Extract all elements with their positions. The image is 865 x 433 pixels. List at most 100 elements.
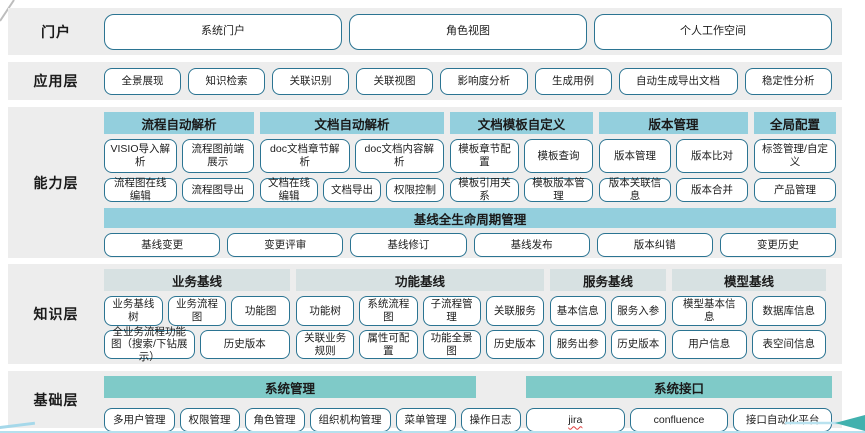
portal-button: 角色视图 [349,13,587,50]
knowledge-button: 业务基线树 [104,296,163,326]
capability-group-row: VISIO导入解析流程图前端展示 [104,139,254,173]
knowledge-group-header: 功能基线 [296,269,544,291]
application-button: 稳定性分析 [744,67,832,95]
portal-button: 系统门户 [104,13,342,50]
knowledge-button: 模型基本信息 [672,296,747,326]
layer-label-capability: 能力层 [33,174,79,191]
layer-label-knowledge: 知识层 [33,306,79,322]
foundation-button: 权限管理 [179,408,240,432]
foundation-button: 菜单管理 [395,408,456,432]
baseline-button: 版本纠错 [596,233,713,257]
knowledge-group: 业务基线业务基线树业务流程图功能图全业务流程功能图（搜索/下钻展示）历史版本 [104,269,291,363]
application-button: 知识检索 [188,67,265,95]
capability-button: 流程图在线编辑 [104,177,177,202]
foundation-group-header: 系统接口 [526,376,832,398]
portal-button: 个人工作空间 [594,13,832,50]
capability-button: 模板引用关系 [450,177,519,202]
capability-button: doc文档内容解析 [354,139,444,173]
foundation-button: 角色管理 [244,408,305,432]
knowledge-button: 历史版本 [199,330,290,359]
capability-group-header: 流程自动解析 [104,112,254,134]
capability-group-row: 版本关联信息版本合并 [599,177,748,202]
layer-label-portal: 门户 [41,23,71,40]
capability-group-row: 流程图在线编辑流程图导出 [104,177,254,202]
capability-button: 权限控制 [386,178,444,202]
capability-group-row: 模板章节配置模板查询 [450,139,593,173]
knowledge-group: 服务基线基本信息服务入参服务出参历史版本 [550,269,666,359]
foundation-button: 多用户管理 [104,408,175,432]
baseline-button: 变更历史 [719,233,837,257]
capability-group-header: 文档自动解析 [260,112,444,134]
application-button: 关联识别 [272,67,349,95]
capability-group-row: 标签管理/自定义 [754,139,836,173]
knowledge-button: 服务出参 [550,330,606,359]
knowledge-groups: 业务基线业务基线树业务流程图功能图全业务流程功能图（搜索/下钻展示）历史版本功能… [104,269,832,363]
capability-group-row: 产品管理 [754,178,836,202]
capability-button: 标签管理/自定义 [754,139,836,173]
baseline-lifecycle-header: 基线全生命周期管理 [104,208,836,228]
knowledge-group-header: 模型基线 [672,269,826,291]
capability-group-header: 文档模板自定义 [450,112,593,134]
knowledge-button: 数据库信息 [751,296,826,326]
knowledge-button: 功能全景图 [422,330,481,359]
capability-button: doc文档章节解析 [260,139,350,173]
knowledge-button: 关联服务 [485,296,544,326]
application-button: 全景展现 [104,67,181,95]
knowledge-group-row: 基本信息服务入参 [550,296,666,326]
band-knowledge: 知识层 业务基线业务基线树业务流程图功能图全业务流程功能图（搜索/下钻展示）历史… [8,264,842,364]
bottom-border-line [0,431,865,433]
capability-group-row: 模板引用关系模板版本管理 [450,177,593,202]
knowledge-button: 表空间信息 [751,330,826,359]
knowledge-group-row: 模型基本信息数据库信息 [672,296,826,326]
capability-button: 模板版本管理 [524,177,593,202]
baseline-button: 基线变更 [104,233,221,257]
knowledge-button: 历史版本 [485,330,544,359]
knowledge-button: 功能图 [231,296,291,326]
knowledge-button: 子流程管理 [422,296,481,326]
knowledge-button: 服务入参 [610,296,666,326]
application-button: 关联视图 [356,67,433,95]
knowledge-button: 基本信息 [550,296,606,326]
capability-button: 模板章节配置 [450,139,519,173]
capability-button: 版本关联信息 [599,177,671,202]
capability-group-header: 全局配置 [754,112,836,134]
application-button: 自动生成导出文档 [618,67,738,95]
capability-button: 文档在线编辑 [260,177,318,202]
capability-button: 模板查询 [524,139,593,173]
left-arrow-icon [785,415,865,431]
knowledge-button: 系统流程图 [359,296,418,326]
knowledge-button: 历史版本 [610,330,666,359]
capability-button: 流程图导出 [181,178,254,202]
capability-button: 流程图前端展示 [181,139,254,173]
knowledge-group-row: 业务基线树业务流程图功能图 [104,296,291,326]
foundation-button: confluence [629,408,729,432]
knowledge-button: 用户信息 [672,330,747,359]
foundation-group-header: 系统管理 [104,376,476,398]
knowledge-group-row: 关联业务规则属性可配置功能全景图历史版本 [296,330,544,359]
corner-line [0,0,15,22]
foundation-button: 组织机构管理 [309,408,391,432]
knowledge-button: 关联业务规则 [296,330,355,359]
capability-button: 版本比对 [676,139,748,173]
capability-button: VISIO导入解析 [104,139,177,173]
knowledge-group-row: 全业务流程功能图（搜索/下钻展示）历史版本 [104,326,290,363]
capability-button: 版本合并 [676,178,748,202]
knowledge-button: 业务流程图 [167,296,227,326]
capability-button: 文档导出 [323,178,381,202]
knowledge-group-row: 功能树系统流程图子流程管理关联服务 [296,296,544,326]
application-button-row: 全景展现知识检索关联识别关联视图影响度分析生成用例自动生成导出文档稳定性分析 [104,67,832,95]
foundation-button: 操作日志 [460,408,521,432]
band-application: 应用层 全景展现知识检索关联识别关联视图影响度分析生成用例自动生成导出文档稳定性… [8,62,842,100]
knowledge-group-row: 用户信息表空间信息 [672,330,826,359]
baseline-button: 基线修订 [350,233,467,257]
knowledge-group: 功能基线功能树系统流程图子流程管理关联服务关联业务规则属性可配置功能全景图历史版… [296,269,544,359]
